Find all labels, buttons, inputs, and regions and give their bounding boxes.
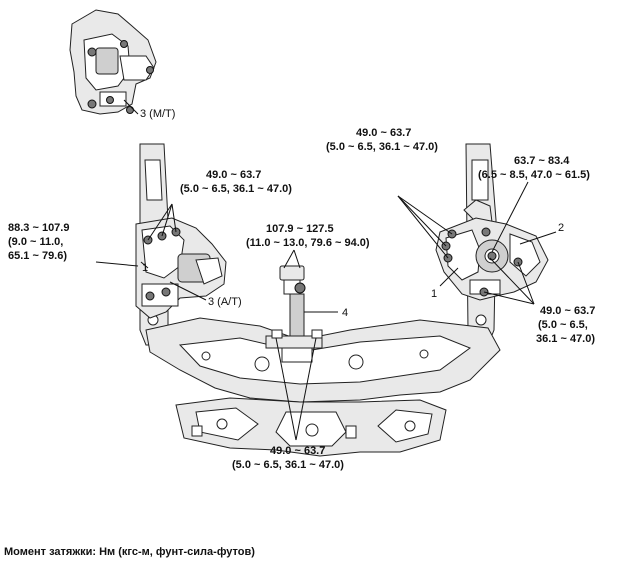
svg-text:(5.0 ~ 6.5,: (5.0 ~ 6.5, <box>538 319 588 331</box>
svg-text:(9.0 ~ 11.0,: (9.0 ~ 11.0, <box>8 236 63 248</box>
torque-right-top: 49.0 ~ 63.7 (5.0 ~ 6.5, 36.1 ~ 47.0) <box>326 127 438 153</box>
left-mount-at <box>135 217 227 319</box>
svg-text:(6.5 ~ 8.5, 47.0 ~ 61.5): (6.5 ~ 8.5, 47.0 ~ 61.5) <box>478 169 590 181</box>
mt-part-label: 3 (M/T) <box>140 108 175 120</box>
roll-rod <box>265 265 323 363</box>
svg-text:88.3 ~ 107.9: 88.3 ~ 107.9 <box>8 222 69 234</box>
part1-left-label: 1 <box>142 262 148 274</box>
svg-text:36.1 ~ 47.0): 36.1 ~ 47.0) <box>536 333 595 345</box>
svg-text:49.0 ~ 63.7: 49.0 ~ 63.7 <box>540 305 595 317</box>
part1-right-leader <box>439 267 459 287</box>
svg-text:(11.0 ~ 13.0, 79.6 ~ 94.0): (11.0 ~ 13.0, 79.6 ~ 94.0) <box>246 237 370 249</box>
part2-leader <box>519 231 557 245</box>
part4-label: 4 <box>342 307 348 319</box>
svg-text:65.1 ~ 79.6): 65.1 ~ 79.6) <box>8 250 67 262</box>
svg-text:107.9 ~ 127.5: 107.9 ~ 127.5 <box>266 223 334 235</box>
mt-leader <box>123 99 139 115</box>
part1-right-label: 1 <box>431 288 437 300</box>
torque-center-top: 107.9 ~ 127.5 (11.0 ~ 13.0, 79.6 ~ 94.0) <box>246 223 370 249</box>
svg-text:(5.0 ~ 6.5, 36.1 ~ 47.0): (5.0 ~ 6.5, 36.1 ~ 47.0) <box>232 459 344 471</box>
at-part-label: 3 (A/T) <box>208 296 242 308</box>
at-leader <box>169 281 207 301</box>
torque-left-top: 49.0 ~ 63.7 (5.0 ~ 6.5, 36.1 ~ 47.0) <box>180 169 292 195</box>
part1-left-leader <box>140 261 149 269</box>
svg-text:49.0 ~ 63.7: 49.0 ~ 63.7 <box>206 169 261 181</box>
svg-text:49.0 ~ 63.7: 49.0 ~ 63.7 <box>356 127 411 139</box>
mt-bracket-inset <box>69 9 157 115</box>
part2-label: 2 <box>558 222 564 234</box>
svg-text:63.7 ~ 83.4: 63.7 ~ 83.4 <box>514 155 570 167</box>
torque-right-nut: 63.7 ~ 83.4 (6.5 ~ 8.5, 47.0 ~ 61.5) <box>478 155 590 181</box>
svg-text:49.0 ~ 63.7: 49.0 ~ 63.7 <box>270 445 325 457</box>
torque-leaders <box>95 181 535 441</box>
svg-text:(5.0 ~ 6.5, 36.1 ~ 47.0): (5.0 ~ 6.5, 36.1 ~ 47.0) <box>326 141 438 153</box>
torque-right-lower: 49.0 ~ 63.7 (5.0 ~ 6.5, 36.1 ~ 47.0) <box>536 305 595 345</box>
torque-left-side: 88.3 ~ 107.9 (9.0 ~ 11.0, 65.1 ~ 79.6) <box>8 222 69 262</box>
torque-units-note: Момент затяжки: Нм (кгс-м, фунт-сила-фут… <box>4 546 255 558</box>
svg-text:(5.0 ~ 6.5, 36.1 ~ 47.0): (5.0 ~ 6.5, 36.1 ~ 47.0) <box>180 183 292 195</box>
torque-center-bottom: 49.0 ~ 63.7 (5.0 ~ 6.5, 36.1 ~ 47.0) <box>232 445 344 471</box>
